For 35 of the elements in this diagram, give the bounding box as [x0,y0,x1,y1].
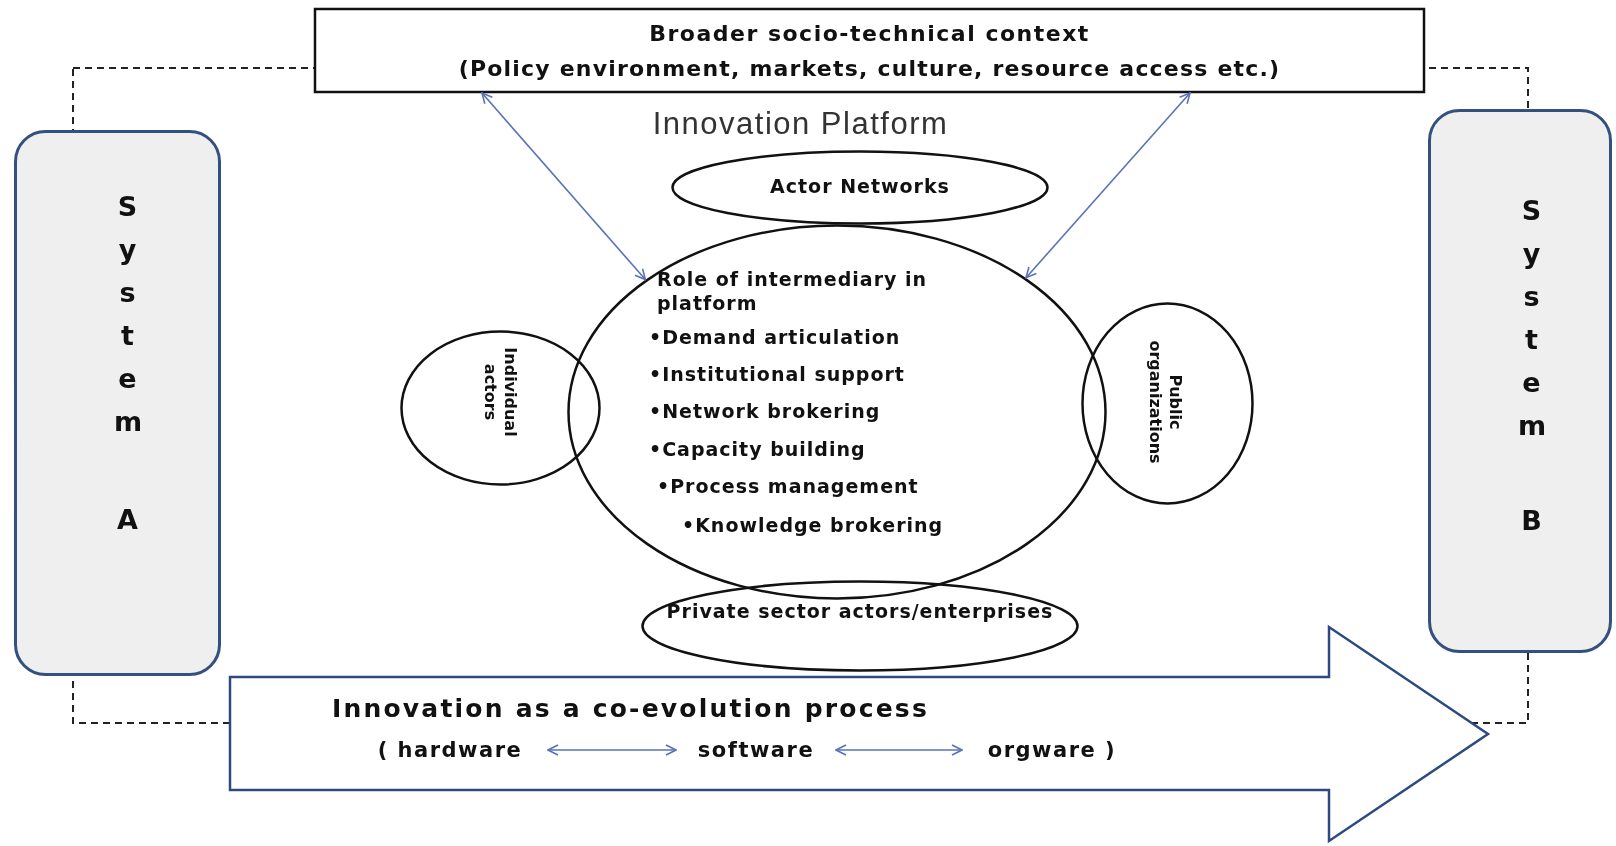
ellipse [567,224,1107,600]
role-heading: Role of intermediary in platform [657,268,929,316]
bullet-item: •Demand articulation [649,326,902,350]
vertical-label: B [1520,504,1543,538]
process-term: ( hardware [376,737,524,764]
double-arrow [481,92,647,281]
double-arrow [547,744,677,756]
process-term: orgware ) [986,737,1118,764]
circle-label: Individual actors [480,346,520,439]
context-heading: Broader socio-technical context [648,20,1091,48]
ellipse [671,150,1049,225]
double-arrow [1025,92,1191,279]
process-term: software [696,737,816,764]
bullet-item: •Institutional support [649,363,906,387]
block-arrow [229,626,1489,842]
bullet-item: •Capacity building [649,438,867,462]
system-box [14,130,221,676]
vertical-label: A [116,503,139,537]
platform-title: Innovation Platform [651,105,950,143]
bullet-item: •Network brokering [649,400,882,424]
ellipse-label: Private sector actors/enterprises [665,600,1055,624]
bullet-item: •Knowledge brokering [682,514,945,538]
vertical-label: System [114,190,141,439]
arrow-heading: Innovation as a co-evolution process [332,693,930,725]
circle-label: Public organizations [1145,339,1185,466]
bullet-item: •Process management [657,475,920,499]
ellipse [641,580,1079,672]
ellipse-label: Actor Networks [769,175,951,199]
circle [400,330,601,486]
context-box [314,8,1425,93]
double-arrow [835,744,963,756]
context-examples: (Policy environment, markets, culture, resource access etc.) [457,55,1282,83]
vertical-label: System [1518,194,1545,443]
system-box [1428,109,1612,653]
circle [1081,302,1254,505]
